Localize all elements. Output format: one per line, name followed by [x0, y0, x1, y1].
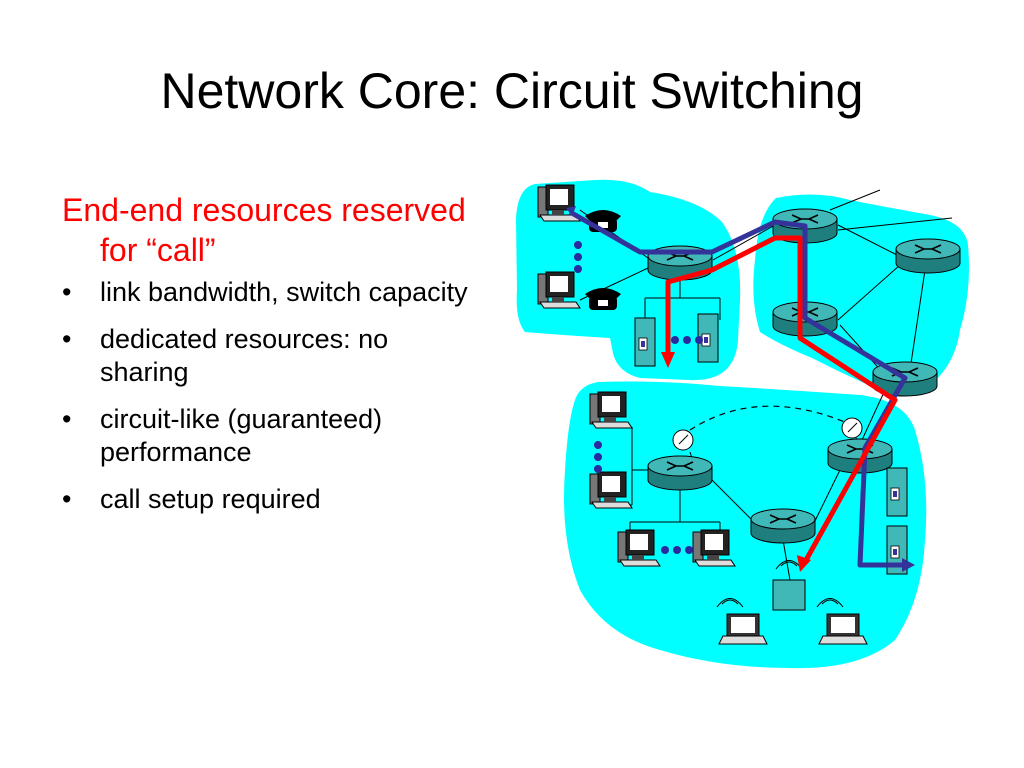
bullet-dot: • [62, 484, 72, 514]
bullet-text: link bandwidth, switch capacity [100, 277, 468, 307]
bullet-dot: • [62, 277, 72, 307]
bullet-list: • link bandwidth, switch capacity • dedica… [62, 276, 482, 516]
bullet-text: dedicated resources: no sharing [100, 324, 389, 387]
router-icon [895, 238, 961, 274]
bullet-item: • dedicated resources: no sharing [62, 323, 482, 389]
slide-title: Network Core: Circuit Switching [160, 63, 864, 119]
bullet-text: circuit-like (guaranteed) performance [100, 404, 383, 467]
telephone-icon [585, 288, 621, 310]
desktop-computer-icon [589, 471, 633, 509]
slide-body: End-end resources reserved for “call” • l… [62, 190, 482, 530]
router-icon [750, 508, 816, 544]
bullet-item: • link bandwidth, switch capacity [62, 276, 482, 309]
arrowhead-red [661, 352, 675, 368]
circuit-path-red [665, 235, 898, 564]
server-icon [886, 467, 908, 517]
desktop-computer-icon [537, 271, 581, 309]
network-cloud-left [516, 179, 741, 381]
bullet-dot: • [62, 324, 72, 354]
arrowhead-blue [902, 558, 915, 572]
desktop-computer-icon [692, 529, 736, 567]
arrowhead-red [797, 555, 811, 572]
ellipsis-dots-icon [574, 241, 703, 554]
router-icon [647, 455, 713, 491]
desktop-computer-icon [589, 391, 633, 429]
bullet-text: call setup required [100, 484, 321, 514]
desktop-computer-icon [617, 529, 661, 567]
arrowhead-blue [566, 206, 576, 216]
wireless-access-point-icon [772, 579, 806, 611]
lead-statement: End-end resources reserved for “call” [62, 192, 466, 268]
server-icon [634, 317, 656, 367]
bullet-item: • circuit-like (guaranteed) performance [62, 403, 482, 469]
circuit-path-blue [568, 209, 908, 568]
network-diagram [516, 179, 969, 669]
bullet-item: • call setup required [62, 483, 482, 516]
satellite-dish-icon [841, 417, 863, 439]
satellite-link [689, 405, 853, 431]
satellite-dish-icon [672, 429, 694, 451]
bullet-dot: • [62, 404, 72, 434]
